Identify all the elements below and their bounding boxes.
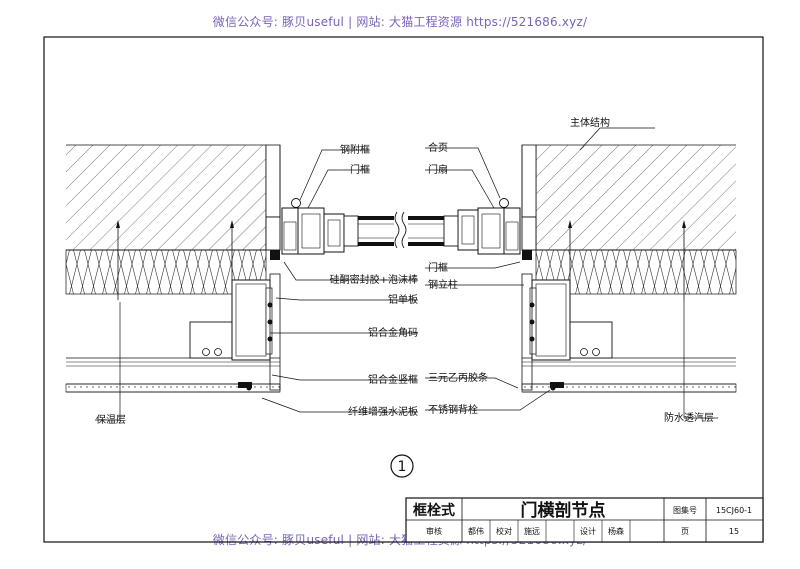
detail-number: 1 <box>398 459 407 475</box>
label-door-frame-right: 门框 <box>428 261 448 274</box>
right-structure-wall <box>521 144 736 251</box>
title-design-label: 设计 <box>580 526 596 536</box>
left-structure-wall <box>66 144 281 251</box>
title-atlas-label: 图集号 <box>673 505 697 515</box>
label-alloy-mullion: 铝合金竖框 <box>368 373 418 386</box>
leader-lines <box>95 127 718 421</box>
label-waterproof-membrane: 防水透汽层 <box>664 411 714 424</box>
title-check-label: 校对 <box>496 526 512 536</box>
right-door-frame <box>408 198 537 260</box>
title-page-label: 页 <box>681 527 689 536</box>
title-review-label: 审核 <box>426 526 442 536</box>
title-check-name: 施远 <box>524 526 540 536</box>
label-steel-column: 钢立柱 <box>428 278 458 291</box>
label-main-structure: 主体结构 <box>570 116 610 129</box>
drawing-border <box>43 36 764 543</box>
title-main: 门横剖节点 <box>521 500 606 521</box>
label-aluminum-panel: 铝单板 <box>388 293 418 306</box>
label-sealant: 硅酮密封胶+泡沫棒 <box>330 273 418 286</box>
title-block <box>405 497 764 543</box>
label-epdm-strip: 三元乙丙胶条 <box>428 371 488 384</box>
label-door-leaf: 门扇 <box>428 163 448 176</box>
title-atlas-number: 15CJ60-1 <box>716 506 752 515</box>
label-alloy-corner: 铝合金角码 <box>368 326 418 339</box>
label-hinge: 合页 <box>428 141 448 154</box>
label-stainless-anchor: 不锈钢背栓 <box>428 403 478 416</box>
watermark-top: 微信公众号: 豚贝useful | 网站: 大猫工程资源 https://521… <box>212 15 588 29</box>
right-mullion-zone <box>521 220 737 393</box>
break-line <box>394 211 407 249</box>
detail-marker <box>390 454 414 478</box>
label-door-frame-left: 门框 <box>350 163 370 176</box>
title-page-number: 15 <box>729 527 739 536</box>
title-review-name: 都伟 <box>468 526 484 536</box>
label-insulation: 保温层 <box>96 413 126 426</box>
title-design-name: 杨森 <box>608 526 624 536</box>
title-category: 框栓式 <box>413 502 455 519</box>
left-door-frame <box>265 198 394 260</box>
label-steel-sub-frame: 钢附框 <box>340 143 370 156</box>
left-mullion-zone <box>65 220 281 393</box>
label-frc-board: 纤维增强水泥板 <box>348 405 418 418</box>
